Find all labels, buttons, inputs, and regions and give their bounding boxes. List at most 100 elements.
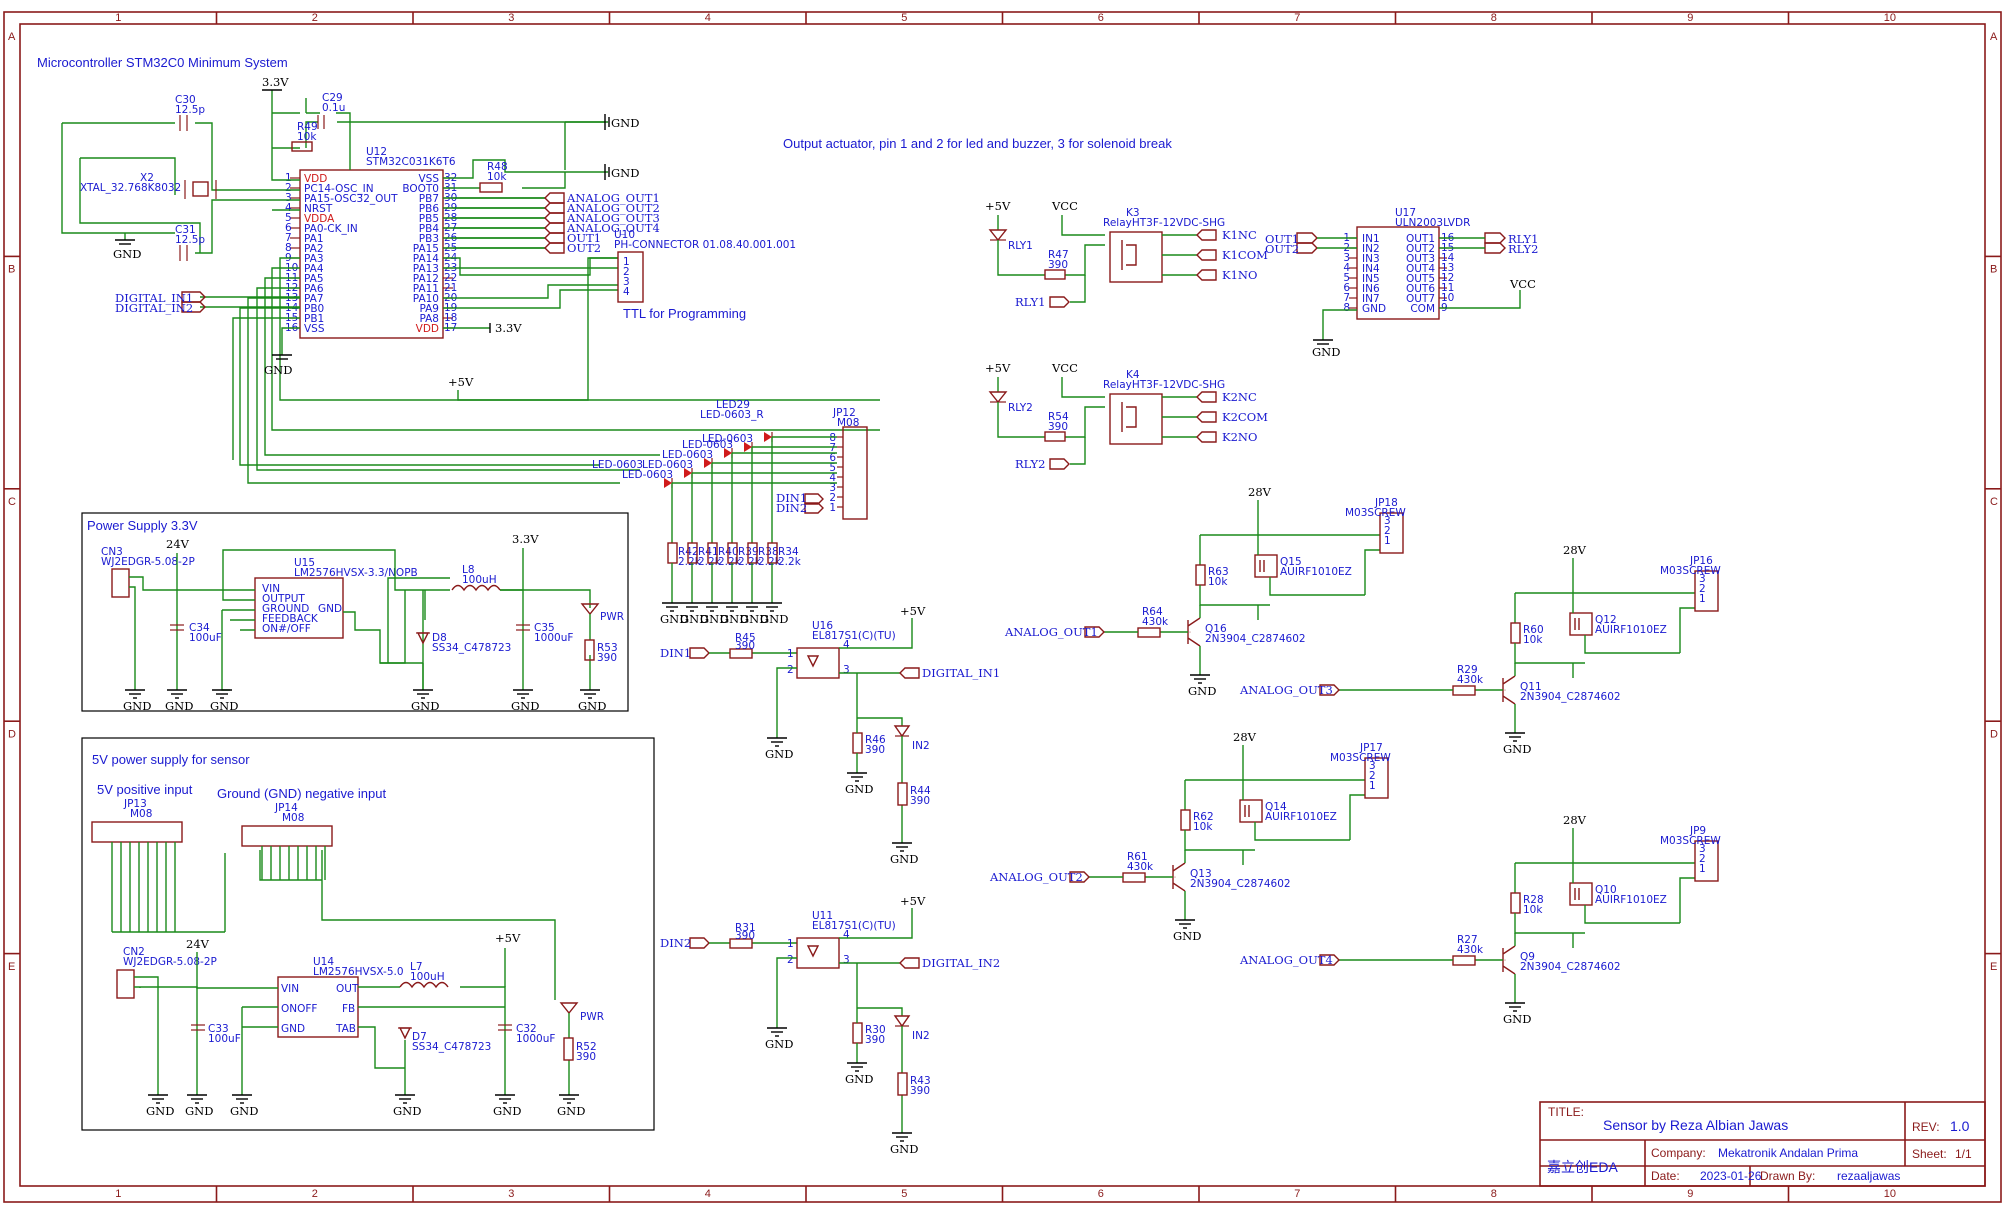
uln-left-pin: IN4 [1362, 263, 1380, 275]
relay-k4-contact-flag-text: K2NO [1222, 430, 1257, 444]
mcu-left-pin-name: PA0-CK_IN [304, 223, 358, 235]
ps5-gnd: GND [393, 1094, 421, 1118]
gnd-crystal: GND [113, 239, 141, 261]
opto-u11-in2: IN2 [912, 1030, 930, 1042]
crystal-x2[interactable]: X2 XTAL_32.768K8032 [80, 172, 217, 199]
company-label: Company: [1651, 1146, 1706, 1160]
resistor-r49[interactable]: R49 10k [291, 121, 318, 152]
mcu-left-pin-name: PA3 [304, 253, 324, 265]
relay-k3-contact-flag: K1NC [1196, 228, 1257, 242]
opto-u16-din-flag: DIN1 [660, 646, 710, 660]
v33-label-ps33: 3.3V [512, 532, 539, 546]
col-mark-bottom: 9 [1687, 1188, 1693, 1200]
l7-ref: L7 [410, 961, 423, 973]
mcu-right-pin-name: BOOT0 [402, 183, 439, 195]
analog-out-flag: ANALOG_OUT4 [1239, 953, 1340, 967]
din2-flag-jp12: DIN2 [776, 501, 807, 515]
col-mark-top: 9 [1687, 12, 1693, 24]
analog-out-flag-text: ANALOG_OUT1 [1004, 625, 1098, 639]
col-mark-bottom: 3 [508, 1188, 514, 1200]
opto-u11[interactable]: DIN2R31390U11EL817S1(C)(TU)1243GND+5VDIG… [660, 894, 1000, 1156]
led-part-label: LED-0603 [622, 469, 673, 481]
jp14-val: M08 [282, 812, 304, 824]
gate-resistor-val: 10k [1523, 634, 1543, 646]
gnd-label: GND [700, 612, 728, 626]
mcu-net-flag-text: ANALOG_OUT4 [566, 221, 660, 235]
cap-c29[interactable]: C29 0.1u [317, 92, 345, 129]
cn3-ref: CN3 [101, 546, 123, 558]
cap-c30[interactable]: C30 12.5p [175, 94, 205, 131]
c29-ref: C29 [322, 92, 343, 104]
gnd-label: GND [230, 1104, 258, 1118]
screw-part: M03SCREW [1345, 507, 1406, 519]
c34-ref: C34 [189, 622, 210, 634]
bjt-gnd: GND [1503, 732, 1531, 756]
relay-k3-contact-flag: K1COM [1196, 248, 1268, 262]
mosfet-driver-jp17[interactable]: 28VR6210kQ14AUIRF1010EZJP17M03SCREWGNDQ1… [989, 730, 1391, 943]
opto-u16-gnd: GND [765, 737, 793, 761]
r52-ref: R52 [576, 1041, 597, 1053]
opto-u11-rb-val: 390 [910, 1085, 930, 1097]
opto-u16-rb-ref: R44 [910, 785, 931, 797]
out1-flag-uln: OUT1 [1265, 232, 1299, 246]
base-r-ref: R29 [1457, 664, 1478, 676]
opto-u16[interactable]: DIN1R45390U16EL817S1(C)(TU)1243GND+5VDIG… [660, 604, 1000, 866]
fet-part: AUIRF1010EZ [1265, 811, 1337, 823]
svg-text:1: 1 [623, 256, 630, 268]
svg-text:3: 3 [623, 276, 630, 288]
mosfet-driver-jp9[interactable]: 28VR2810kQ10AUIRF1010EZJP9M03SCREWGNDQ92… [1239, 813, 1721, 1026]
uln2003-u17[interactable]: U17 ULN2003LVDR IN11IN22IN33IN44IN55IN66… [1265, 207, 1538, 359]
mcu-net-flag: ANALOG_OUT4 [544, 221, 660, 235]
screw-part: M03SCREW [1330, 752, 1391, 764]
relay-k4-part: RelayHT3F-12VDC-SHG [1103, 379, 1225, 391]
gate-resistor-val: 10k [1208, 576, 1228, 588]
bjt-ref: Q9 [1520, 951, 1535, 963]
cap-c31[interactable]: C31 12.5p [175, 224, 205, 261]
col-mark-bottom: 1 [115, 1188, 121, 1200]
date-label: Date: [1651, 1169, 1680, 1183]
relay-k4-ref: K4 [1126, 369, 1140, 381]
r48-val: 10k [487, 171, 507, 183]
resistor-r48[interactable]: R48 10k [479, 161, 508, 193]
mosfet-driver-jp18[interactable]: 28VR6310kQ15AUIRF1010EZJP18M03SCREWGNDQ1… [1004, 485, 1406, 698]
opto-u16-part: EL817S1(C)(TU) [812, 630, 896, 642]
gate-resistor-ref: R63 [1208, 566, 1229, 578]
col-mark-top: 4 [705, 12, 711, 24]
uln-right-pin: OUT6 [1406, 283, 1435, 295]
analog-out-flag: ANALOG_OUT3 [1239, 683, 1340, 697]
opto-u16-ref: U16 [812, 620, 833, 632]
c32-ref: C32 [516, 1023, 537, 1035]
uln-right-num: 12 [1441, 272, 1454, 284]
rly2-flag-uln: RLY2 [1508, 242, 1538, 256]
cn2-val: WJ2EDGR-5.08-2P [123, 956, 217, 968]
mosfet-driver-jp16[interactable]: 28VR6010kQ12AUIRF1010EZJP16M03SCREWGNDQ1… [1239, 543, 1721, 756]
mcu-right-pin-name: PA8 [419, 313, 439, 325]
svg-text:1: 1 [1699, 593, 1706, 605]
ttl-connector-u10[interactable]: U10 PH-CONNECTOR 01.08.40.001.001 12 34 … [614, 229, 796, 321]
fet-ref: Q14 [1265, 801, 1287, 813]
screw-ref: JP16 [1689, 555, 1713, 567]
gnd-label: GND [765, 1037, 793, 1051]
opto-u11-rb-ref: R43 [910, 1075, 931, 1087]
din1-flag-jp12: DIN1 [776, 491, 807, 505]
jp14-ref: JP14 [274, 802, 298, 814]
